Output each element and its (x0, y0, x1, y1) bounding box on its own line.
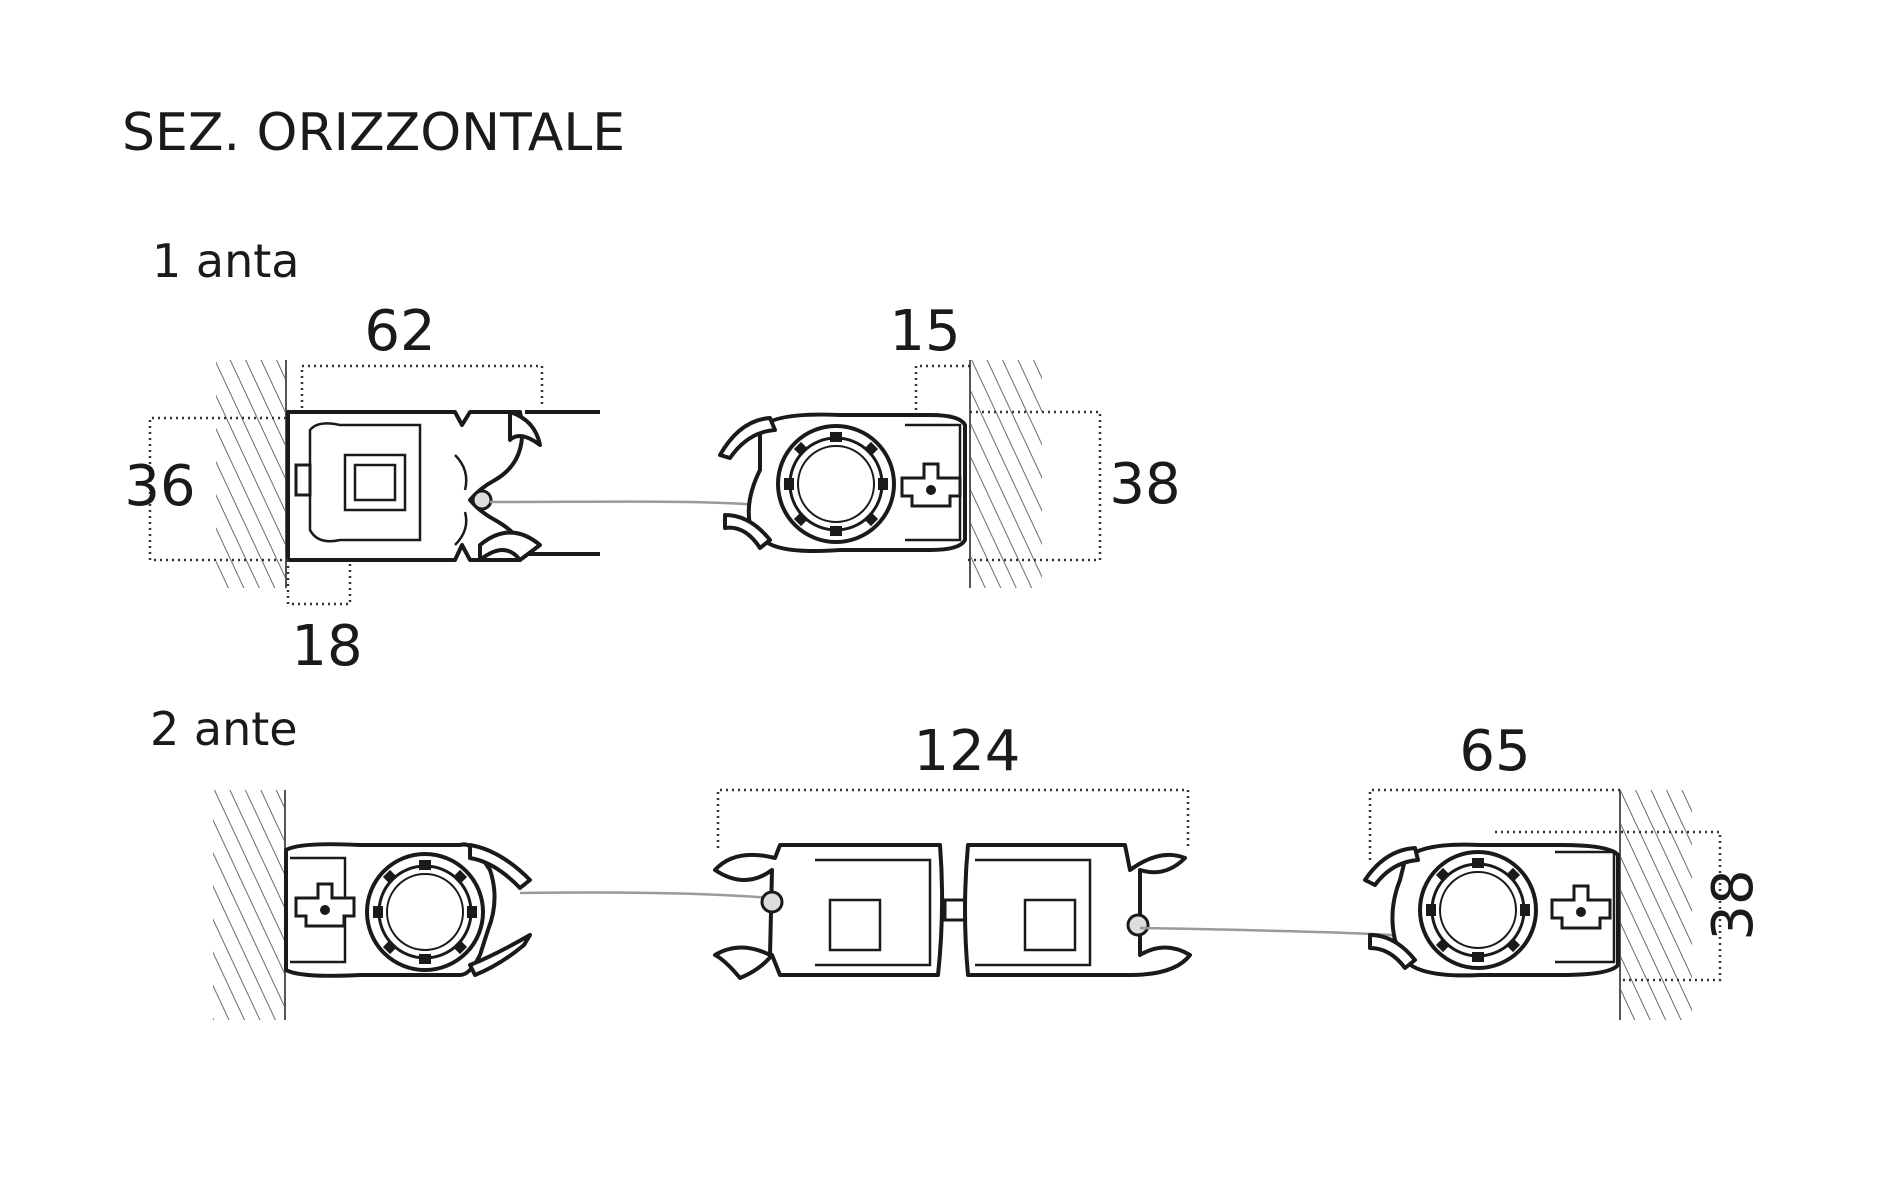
dim-124: 124 (914, 719, 1021, 784)
left-wall (216, 360, 286, 588)
dim-15: 15 (889, 299, 960, 364)
one-leaf-section: 62 15 36 38 18 (124, 299, 1180, 679)
two-leaves-section: 124 65 38 (213, 719, 1766, 1020)
right-box-profile (718, 412, 967, 553)
left-box-profile (284, 842, 532, 978)
dim-38-two-leaves: 38 (1701, 869, 1766, 940)
dim-18: 18 (291, 614, 362, 679)
two-leaves-label: 2 ante (150, 702, 298, 756)
dimension-lines-one-leaf (148, 364, 1102, 606)
one-leaf-label: 1 anta (152, 234, 299, 288)
right-wall (970, 360, 1042, 588)
section-title: SEZ. ORIZZONTALE (122, 103, 625, 163)
dim-36: 36 (124, 454, 195, 519)
center-meeting-profiles (713, 843, 1192, 980)
right-box-profile-2 (1363, 842, 1620, 978)
left-wall-2 (213, 790, 285, 1020)
right-wall-2 (1620, 790, 1692, 1020)
dim-38-one-leaf: 38 (1109, 452, 1180, 517)
dim-62: 62 (364, 299, 435, 364)
dim-65: 65 (1459, 719, 1530, 784)
